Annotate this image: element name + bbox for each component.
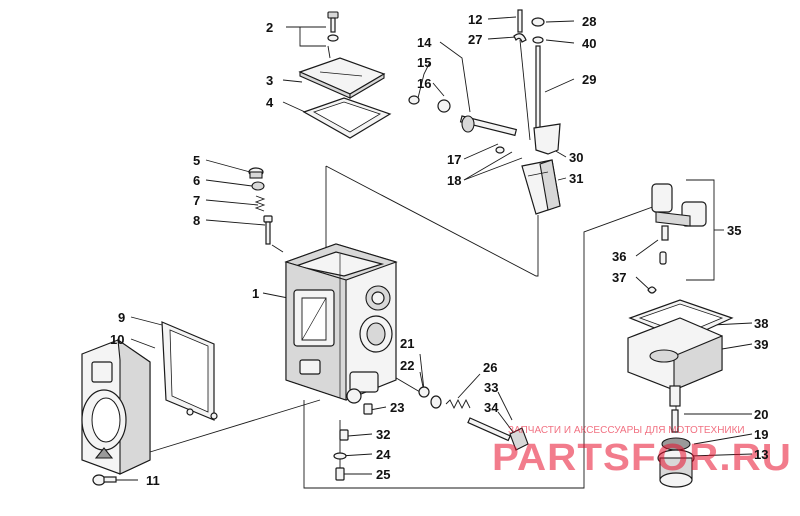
throttle-linkage-part: [513, 9, 545, 141]
left-fittings-part: [248, 167, 273, 245]
callout-label: 31: [569, 171, 583, 186]
callout-label: 12: [468, 12, 482, 27]
callout-label: 6: [193, 173, 200, 188]
callout-label: 17: [447, 152, 461, 167]
callout-label: 1: [252, 286, 259, 301]
callout-label: 22: [400, 358, 414, 373]
callout-label: 27: [468, 32, 482, 47]
callout-labels: 2 3 4 5 6 7 8 1 9 10 11 12 27 14 15 16 1…: [110, 12, 768, 488]
callout-label: 37: [612, 270, 626, 285]
callout-label: 4: [266, 95, 274, 110]
callout-label: 25: [376, 467, 390, 482]
callout-label: 20: [754, 407, 768, 422]
callout-label: 19: [754, 427, 768, 442]
flange-screw-part: [92, 474, 117, 486]
callout-label: 21: [400, 336, 414, 351]
cover-screw-part: [327, 11, 339, 42]
throttle-shaft-part: [408, 95, 518, 154]
callout-label: 40: [582, 36, 596, 51]
callout-label: 14: [417, 35, 432, 50]
callout-label: 30: [569, 150, 583, 165]
bowl-drain-part: [657, 409, 695, 488]
throttle-slide-part: [521, 123, 561, 215]
callout-label: 7: [193, 193, 200, 208]
callout-label: 11: [146, 473, 160, 488]
intake-flange-part: [81, 338, 151, 475]
callout-label: 38: [754, 316, 768, 331]
callout-label: 26: [483, 360, 497, 375]
flange-gasket-part: [161, 321, 218, 421]
watermark-logo: PARTSFOR.RU: [492, 437, 792, 479]
callout-label: 28: [582, 14, 596, 29]
callout-label: 8: [193, 213, 200, 228]
callout-label: 15: [417, 55, 431, 70]
callout-label: 18: [447, 173, 461, 188]
callout-label: 33: [484, 380, 498, 395]
callout-label: 5: [193, 153, 200, 168]
callout-label: 29: [582, 72, 596, 87]
callout-label: 23: [390, 400, 404, 415]
adjust-screw-part: [418, 386, 529, 451]
cover-gasket-part: [302, 97, 392, 139]
callout-label: 16: [417, 76, 431, 91]
callout-label: 9: [118, 310, 125, 325]
float-bowl-part: [627, 299, 734, 407]
callout-label: 13: [754, 447, 768, 462]
leader-lines: [106, 16, 753, 489]
callout-label: 2: [266, 20, 273, 35]
callout-label: 35: [727, 223, 741, 238]
callout-label: 3: [266, 73, 273, 88]
callout-label: 24: [376, 447, 391, 462]
callout-label: 10: [110, 332, 124, 347]
top-cover-part: [298, 57, 386, 99]
watermark: ЗАПЧАСТИ И АКСЕССУАРЫ ДЛЯ МОТОТЕХНИКИ PA…: [492, 425, 792, 479]
main-jet-part: [333, 403, 373, 481]
choke-assembly-part: [647, 183, 707, 294]
callout-label: 34: [484, 400, 499, 415]
carburetor-body-part: [284, 243, 398, 404]
callout-label: 39: [754, 337, 768, 352]
watermark-tagline: ЗАПЧАСТИ И АКСЕССУАРЫ ДЛЯ МОТОТЕХНИКИ: [508, 425, 745, 436]
callout-label: 32: [376, 427, 390, 442]
callout-label: 36: [612, 249, 626, 264]
